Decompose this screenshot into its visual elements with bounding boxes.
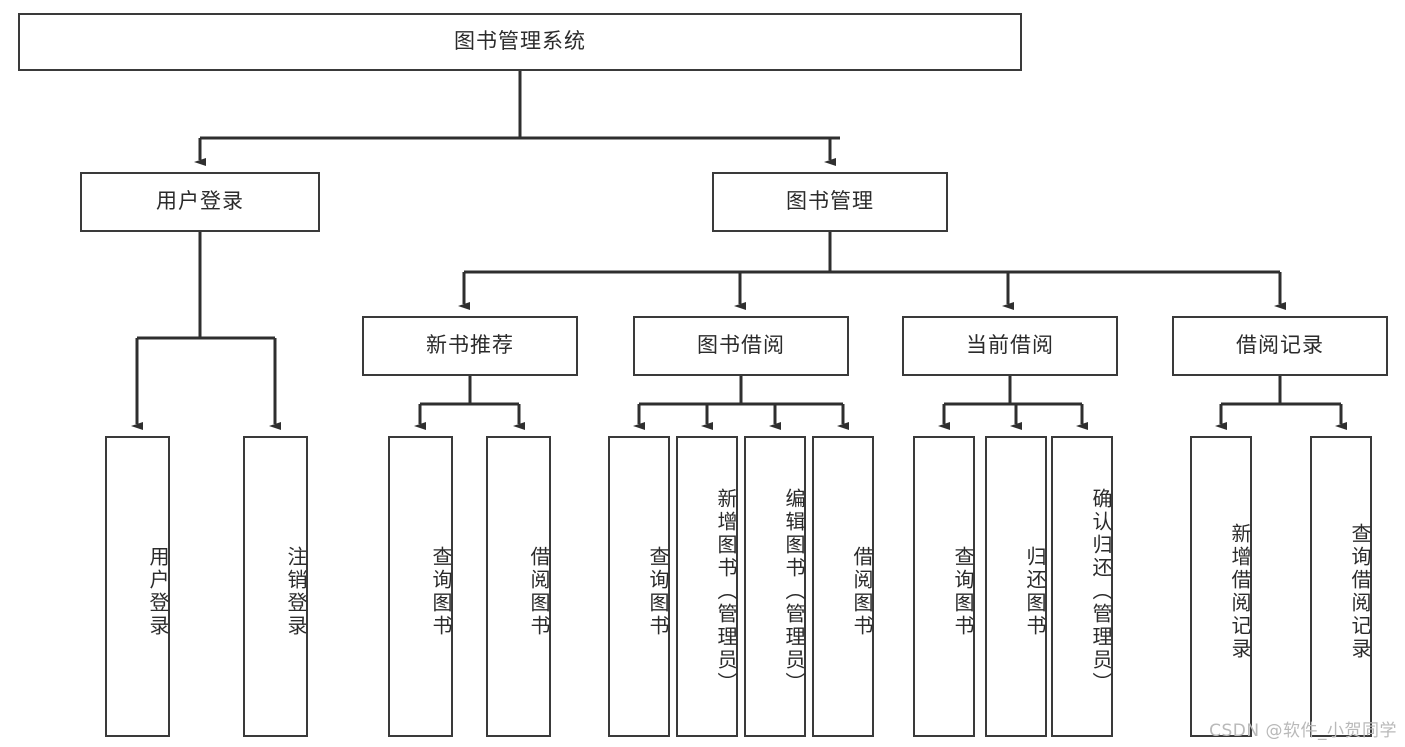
node-book-borrow-label: 图书借阅 [697,333,785,358]
node-leaf-borrow-book-1[interactable]: 借阅图书 [486,436,551,737]
node-user-login-label: 用户登录 [156,189,244,214]
node-borrow-record[interactable]: 借阅记录 [1172,316,1388,376]
node-new-book-rec[interactable]: 新书推荐 [362,316,578,376]
node-leaf-add-book[interactable]: 新增图书（管理员） [676,436,738,737]
node-leaf-query-book-2-label: 查询图书 [646,545,670,638]
node-book-manage[interactable]: 图书管理 [712,172,948,232]
node-leaf-query-book-2[interactable]: 查询图书 [608,436,670,737]
node-leaf-edit-book-label: 编辑图书（管理员） [782,488,806,695]
node-leaf-add-record[interactable]: 新增借阅记录 [1190,436,1252,737]
node-leaf-return-book-label: 归还图书 [1023,545,1047,638]
node-book-manage-label: 图书管理 [786,189,874,214]
node-leaf-query-book-1-label: 查询图书 [429,545,453,638]
node-leaf-query-book-3-label: 查询图书 [951,545,975,638]
node-root[interactable]: 图书管理系统 [18,13,1022,71]
node-book-borrow[interactable]: 图书借阅 [633,316,849,376]
node-leaf-borrow-book-2-label: 借阅图书 [850,545,874,638]
node-leaf-query-book-1[interactable]: 查询图书 [388,436,453,737]
node-leaf-logout-label: 注销登录 [284,545,308,638]
node-leaf-add-book-label: 新增图书（管理员） [714,488,738,695]
node-new-book-rec-label: 新书推荐 [426,333,514,358]
node-leaf-borrow-book-2[interactable]: 借阅图书 [812,436,874,737]
watermark-text: CSDN @软件_小贺同学 [1209,721,1397,741]
node-borrow-record-label: 借阅记录 [1236,333,1324,358]
node-leaf-borrow-book-1-label: 借阅图书 [527,545,551,638]
node-user-login[interactable]: 用户登录 [80,172,320,232]
node-leaf-confirm-return[interactable]: 确认归还（管理员） [1051,436,1113,737]
node-current-borrow-label: 当前借阅 [966,333,1054,358]
node-root-label: 图书管理系统 [454,29,586,54]
node-leaf-user-login[interactable]: 用户登录 [105,436,170,737]
node-leaf-edit-book[interactable]: 编辑图书（管理员） [744,436,806,737]
node-leaf-add-record-label: 新增借阅记录 [1228,522,1252,661]
node-leaf-query-record[interactable]: 查询借阅记录 [1310,436,1372,737]
node-leaf-return-book[interactable]: 归还图书 [985,436,1047,737]
node-leaf-query-record-label: 查询借阅记录 [1348,522,1372,661]
node-leaf-logout[interactable]: 注销登录 [243,436,308,737]
node-leaf-query-book-3[interactable]: 查询图书 [913,436,975,737]
node-leaf-user-login-label: 用户登录 [146,545,170,638]
node-leaf-confirm-return-label: 确认归还（管理员） [1089,488,1113,695]
node-current-borrow[interactable]: 当前借阅 [902,316,1118,376]
